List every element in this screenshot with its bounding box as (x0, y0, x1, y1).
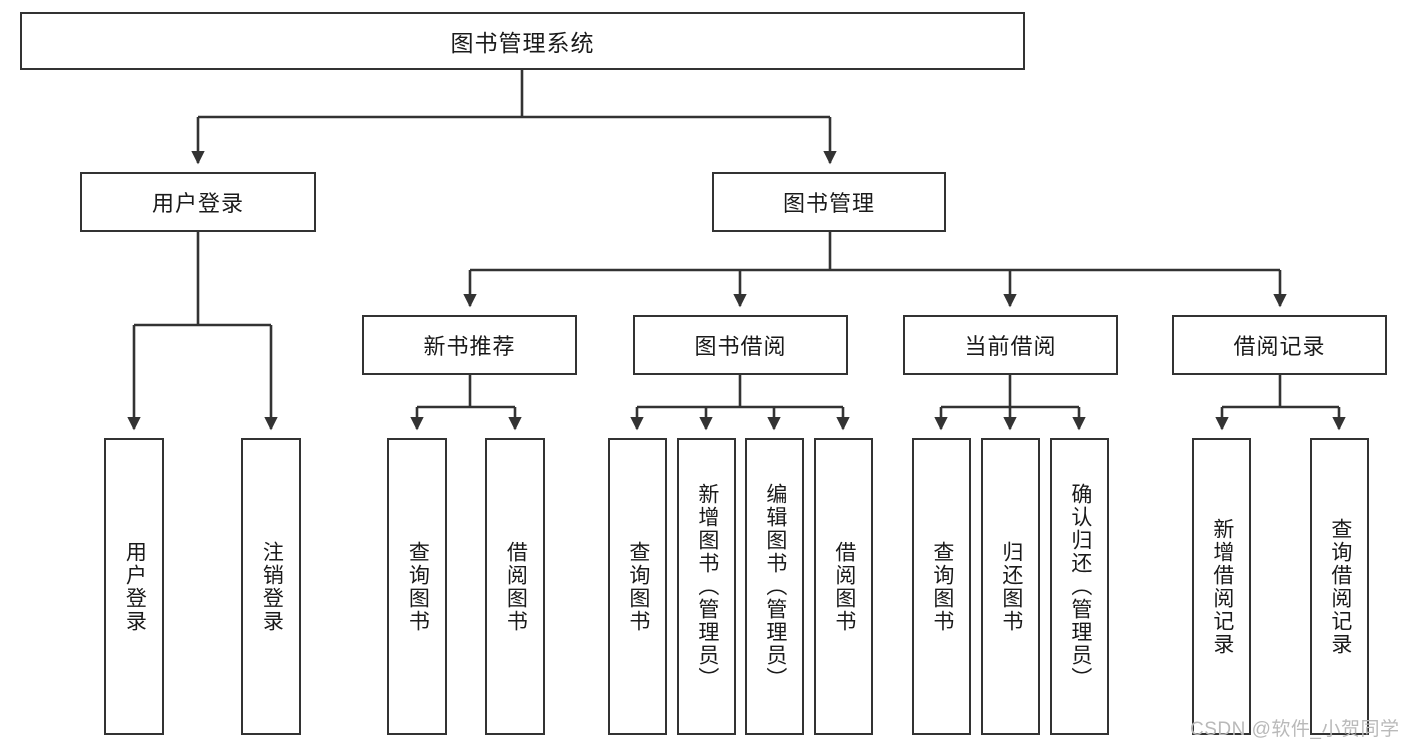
leaf-new-book-query[interactable]: 查询图书 (387, 438, 447, 735)
leaf-user-login-login[interactable]: 用户登录 (104, 438, 164, 735)
node-label: 查询图书 (406, 540, 430, 633)
node-label: 当前借阅 (964, 334, 1057, 359)
leaf-book-borrow-borrow[interactable]: 借阅图书 (814, 438, 873, 735)
node-borrow-record[interactable]: 借阅记录 (1172, 315, 1387, 375)
leaf-book-borrow-add[interactable]: 新增图书（管理员） (677, 438, 736, 735)
leaf-book-borrow-edit[interactable]: 编辑图书（管理员） (745, 438, 804, 735)
node-label: 图书借阅 (694, 334, 787, 359)
leaf-book-borrow-query[interactable]: 查询图书 (608, 438, 667, 735)
leaf-user-login-logout[interactable]: 注销登录 (241, 438, 301, 735)
node-current-borrow[interactable]: 当前借阅 (903, 315, 1118, 375)
node-label: 归还图书 (999, 540, 1023, 633)
leaf-current-borrow-return[interactable]: 归还图书 (981, 438, 1040, 735)
node-label: 新增图书（管理员） (695, 483, 719, 690)
node-label: 查询图书 (626, 540, 650, 633)
node-label: 查询借阅记录 (1328, 517, 1352, 656)
csdn-watermark: CSDN @软件_小贺同学 (1190, 719, 1400, 740)
node-book-management[interactable]: 图书管理 (712, 172, 946, 232)
node-label: 图书管理系统 (450, 30, 595, 56)
node-book-borrow[interactable]: 图书借阅 (633, 315, 848, 375)
node-label: 查询图书 (930, 540, 954, 633)
node-label: 确认归还（管理员） (1068, 483, 1092, 690)
node-label: 新增借阅记录 (1210, 517, 1234, 656)
node-label: 用户登录 (151, 191, 244, 216)
node-label: 借阅记录 (1233, 334, 1326, 359)
node-new-book-recommend[interactable]: 新书推荐 (362, 315, 577, 375)
leaf-borrow-record-add[interactable]: 新增借阅记录 (1192, 438, 1251, 735)
node-user-login[interactable]: 用户登录 (80, 172, 316, 232)
node-label: 新书推荐 (423, 334, 516, 359)
node-label: 用户登录 (123, 540, 147, 633)
node-label: 注销登录 (260, 540, 284, 633)
leaf-current-borrow-confirm-return[interactable]: 确认归还（管理员） (1050, 438, 1109, 735)
leaf-borrow-record-query[interactable]: 查询借阅记录 (1310, 438, 1369, 735)
node-label: 图书管理 (782, 191, 875, 216)
leaf-new-book-borrow[interactable]: 借阅图书 (485, 438, 545, 735)
node-label: 编辑图书（管理员） (763, 483, 787, 690)
node-label: 借阅图书 (832, 540, 856, 633)
node-label: 借阅图书 (504, 540, 528, 633)
leaf-current-borrow-query[interactable]: 查询图书 (912, 438, 971, 735)
node-root-book-management-system[interactable]: 图书管理系统 (20, 12, 1025, 70)
